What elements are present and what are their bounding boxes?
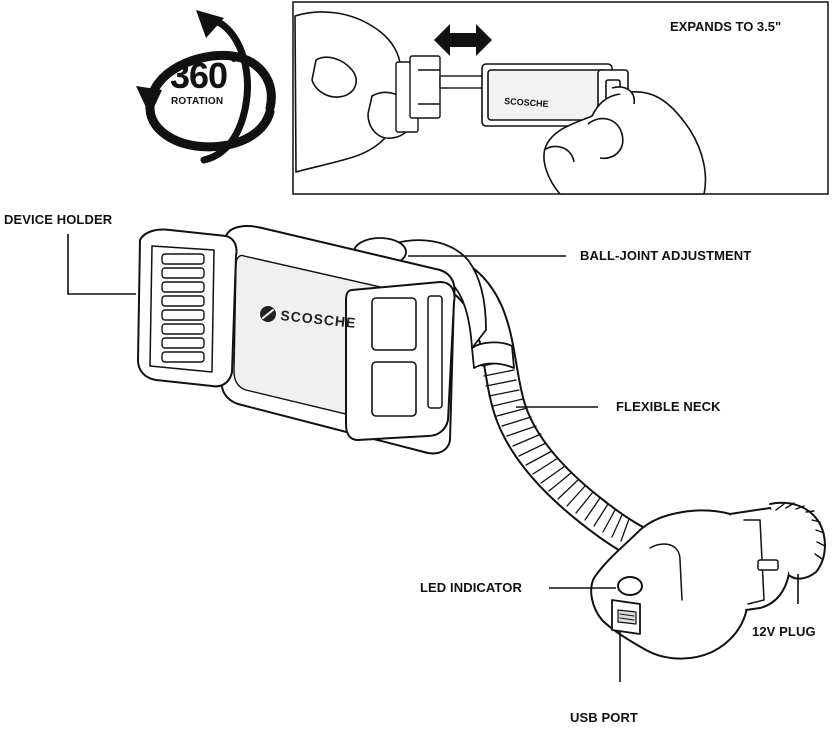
inset-caption: EXPANDS TO 3.5" [670,19,781,34]
expand-inset: SCOSCHE EXPANDS TO 3.5" [292,1,829,195]
label-12v-plug: 12V PLUG [752,624,816,639]
rotation-word: ROTATION [171,96,224,107]
leader-device-holder [67,234,136,295]
device-holder [137,225,456,455]
label-led-indicator: LED INDICATOR [420,580,522,595]
led-light [617,576,643,596]
rotation-badge-icon [136,10,276,164]
inset-brand-text: SCOSCHE [504,96,549,109]
neck-ribs [481,359,630,542]
label-ball-joint: BALL-JOINT ADJUSTMENT [580,248,752,263]
label-usb-port: USB PORT [570,710,638,725]
rotation-number: 360 [170,55,228,96]
label-flexible-neck: FLEXIBLE NECK [616,399,721,414]
label-device-holder: DEVICE HOLDER [4,212,113,227]
leader-lines [67,234,799,682]
mount-illustration: SCOSCHE [137,225,826,660]
rotation-degree: ° [230,53,238,75]
expand-arrow-icon [434,24,492,56]
charger-body [590,501,826,660]
holder-brand-text: SCOSCHE [280,307,357,331]
grip-ribs [161,253,205,363]
usb-port-icon [611,599,641,635]
